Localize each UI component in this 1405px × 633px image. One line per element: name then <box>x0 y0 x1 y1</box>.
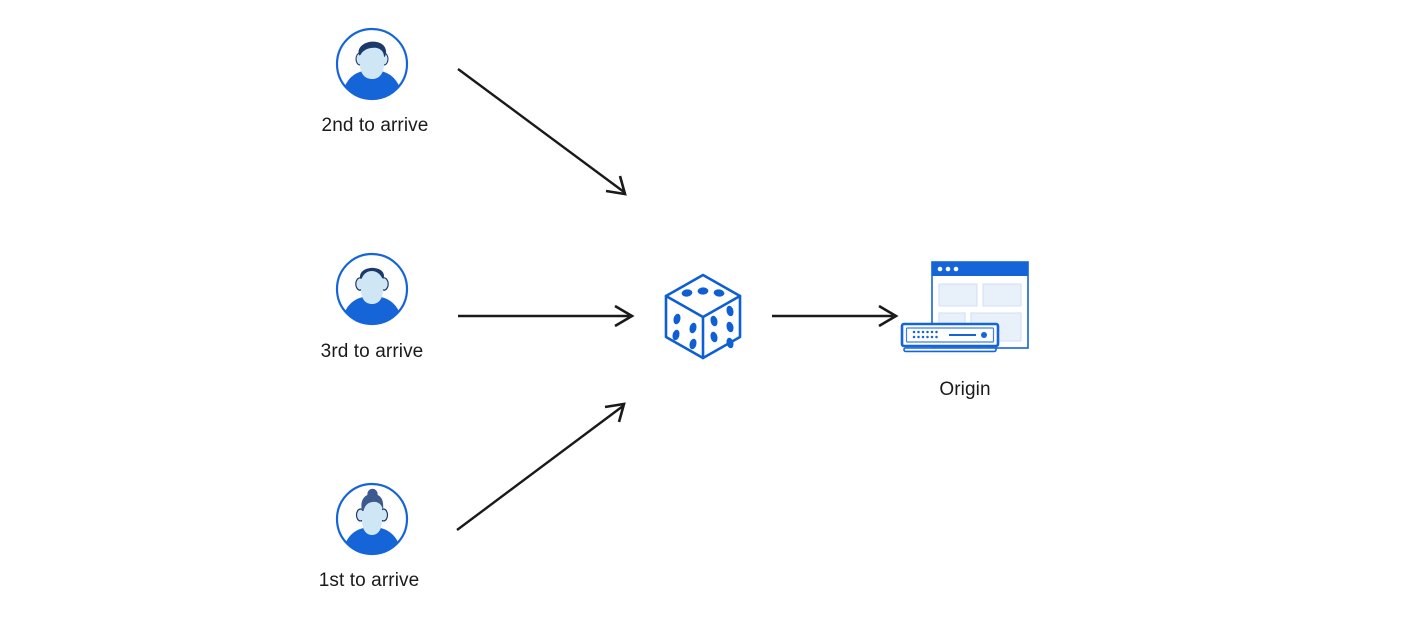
client-label-3rd: 3rd to arrive <box>320 341 424 362</box>
edge-3rd-to-dice <box>458 304 635 328</box>
dice-icon <box>664 273 742 360</box>
edge-dice-to-origin <box>772 304 899 328</box>
edge-1st-to-dice <box>456 402 626 531</box>
user-avatar-icon <box>335 27 409 101</box>
load-balancer-node <box>660 271 746 361</box>
client-label-2nd: 2nd to arrive <box>321 115 429 136</box>
user-avatar-icon <box>335 252 409 326</box>
client-node-3rd <box>334 251 410 327</box>
client-node-2nd <box>334 26 410 102</box>
origin-node <box>898 258 1034 358</box>
origin-label: Origin <box>939 379 991 400</box>
client-node-1st <box>334 481 410 557</box>
origin-server-icon <box>900 261 1029 353</box>
user-avatar-icon <box>335 482 409 556</box>
server-device-icon <box>900 322 1000 353</box>
client-label-1st: 1st to arrive <box>318 570 420 591</box>
